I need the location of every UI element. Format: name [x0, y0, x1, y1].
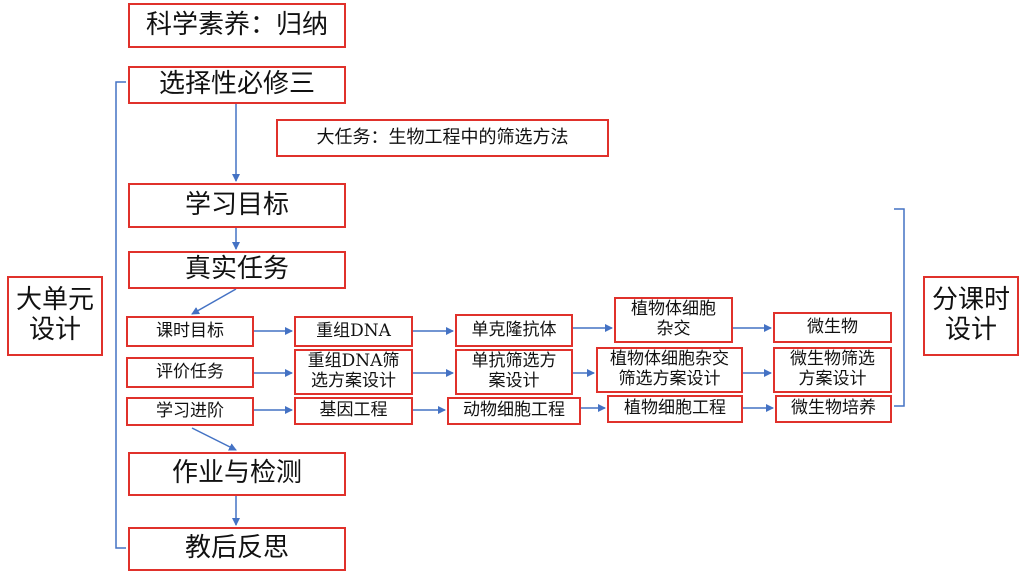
homework-box: 作业与检测	[128, 452, 346, 496]
lesson-bracket	[894, 208, 905, 407]
reflection-box: 教后反思	[128, 527, 346, 571]
goal-box-2: 单克隆抗体	[455, 314, 573, 347]
unit-bracket	[115, 81, 126, 549]
eval-task-box: 评价任务	[126, 357, 254, 388]
progression-box-4: 微生物培养	[775, 395, 892, 423]
goal-box-3: 植物体细胞 杂交	[614, 297, 733, 343]
eval-box-1: 重组DNA筛 选方案设计	[294, 349, 413, 395]
progression-box-3: 植物细胞工程	[607, 395, 743, 423]
unit-design-box: 大单元 设计	[7, 276, 103, 356]
goal-box-1: 重组DNA	[294, 316, 413, 347]
objectives-box: 学习目标	[128, 183, 346, 228]
progression-box-2: 动物细胞工程	[447, 397, 581, 425]
lesson-goal-box: 课时目标	[126, 316, 254, 347]
literacy-box: 科学素养：归纳	[128, 3, 346, 48]
progression-box: 学习进阶	[126, 397, 254, 426]
big-task-box: 大任务：生物工程中的筛选方法	[276, 119, 609, 157]
book-box: 选择性必修三	[128, 66, 346, 104]
real-task-box: 真实任务	[128, 251, 346, 289]
eval-box-3: 植物体细胞杂交 筛选方案设计	[596, 347, 743, 393]
lesson-design-box: 分课时 设计	[923, 276, 1019, 356]
goal-box-4: 微生物	[773, 312, 892, 343]
eval-box-4: 微生物筛选 方案设计	[773, 347, 892, 393]
arrow-progression-to-homework	[191, 427, 237, 451]
progression-box-1: 基因工程	[294, 397, 413, 425]
arrow-realtask-to-goal	[191, 288, 237, 315]
eval-box-2: 单抗筛选方 案设计	[455, 349, 573, 395]
